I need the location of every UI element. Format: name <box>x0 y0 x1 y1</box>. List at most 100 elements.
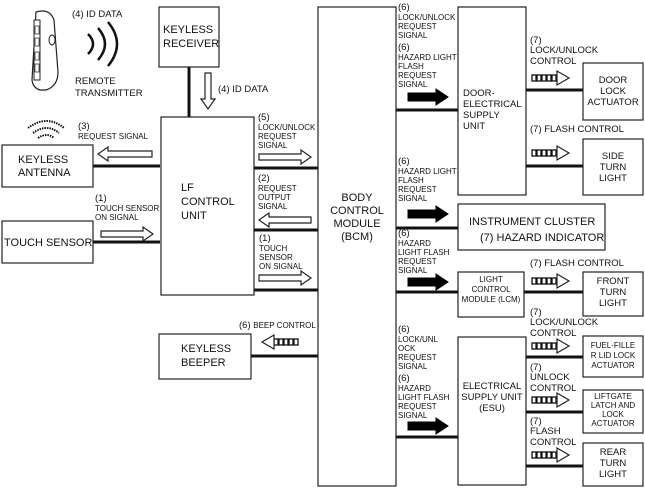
svg-text:(4) ID DATA: (4) ID DATA <box>72 9 123 20</box>
svg-text:INSTRUMENT CLUSTER: INSTRUMENT CLUSTER <box>469 216 595 228</box>
svg-text:ACTUATOR: ACTUATOR <box>591 419 634 428</box>
svg-text:TOUCH: TOUCH <box>259 244 288 253</box>
remote-transmitter-label: REMOTE TRANSMITTER <box>75 76 143 99</box>
liftgate-unlock-control-arrow <box>531 391 571 409</box>
connections <box>93 67 583 468</box>
svg-text:SIGNAL: SIGNAL <box>258 141 288 150</box>
svg-text:CONTROL: CONTROL <box>181 196 235 208</box>
svg-text:(6) BEEP CONTROL: (6) BEEP CONTROL <box>239 320 316 331</box>
svg-text:ON SIGNAL: ON SIGNAL <box>259 262 303 271</box>
svg-text:TURN: TURN <box>600 458 627 469</box>
svg-text:FUEL-FILLE: FUEL-FILLE <box>591 341 635 350</box>
front-flash-control-arrow <box>531 272 571 290</box>
svg-text:(6): (6) <box>398 42 410 53</box>
svg-text:ON SIGNAL: ON SIGNAL <box>95 213 139 222</box>
svg-text:SIDE: SIDE <box>602 151 624 162</box>
node-rear-turn-light: REAR TURN LIGHT <box>582 442 644 487</box>
svg-text:REQUEST SIGNAL: REQUEST SIGNAL <box>78 132 149 141</box>
signal-label-id-data-wireless: (4) ID DATA <box>72 9 123 20</box>
svg-text:(7): (7) <box>530 35 542 46</box>
svg-text:FRONT: FRONT <box>597 276 630 287</box>
svg-text:CONTROL: CONTROL <box>530 328 576 339</box>
signal-arrows <box>96 69 571 464</box>
svg-text:SENSOR: SENSOR <box>259 253 293 262</box>
node-lf-control-unit: LF CONTROL UNIT <box>160 116 255 296</box>
svg-text:MODULE (LCM): MODULE (LCM) <box>462 295 521 304</box>
node-keyless-receiver: KEYLESS RECEIVER <box>158 6 220 68</box>
svg-text:HAZARD LIGHT: HAZARD LIGHT <box>398 167 457 176</box>
svg-text:DOOR-: DOOR- <box>463 88 495 99</box>
svg-text:SUPPLY: SUPPLY <box>463 110 500 121</box>
touch-sensor-right-arrow-right <box>258 269 313 287</box>
remote-transmitter-icon <box>31 10 59 91</box>
fuel-lock-control-arrow <box>531 337 571 355</box>
svg-text:(BCM): (BCM) <box>341 231 373 243</box>
svg-text:CONTROL: CONTROL <box>530 383 576 394</box>
svg-text:(7): (7) <box>530 416 542 427</box>
request-signal-left-arrow <box>96 145 153 163</box>
svg-text:REQUEST: REQUEST <box>258 184 297 193</box>
svg-text:LOCK/UNLOCK: LOCK/UNLOCK <box>530 45 599 56</box>
node-keyless-beeper: KEYLESS BEEPER <box>158 333 252 380</box>
svg-text:REQUEST: REQUEST <box>398 22 437 31</box>
svg-text:TURN: TURN <box>600 287 627 298</box>
svg-text:LIGHT FLASH: LIGHT FLASH <box>398 248 450 257</box>
svg-text:LIGHT: LIGHT <box>599 469 627 480</box>
node-front-turn-light: FRONT TURN LIGHT <box>582 271 644 317</box>
node-touch-sensor: TOUCH SENSOR <box>1 220 94 264</box>
svg-text:HAZARD LIGHT: HAZARD LIGHT <box>398 53 457 62</box>
svg-text:LIGHT: LIGHT <box>599 173 627 184</box>
svg-text:(2): (2) <box>258 173 270 184</box>
svg-text:REQUEST: REQUEST <box>398 257 437 266</box>
svg-text:REQUEST: REQUEST <box>398 402 437 411</box>
svg-text:TRANSMITTER: TRANSMITTER <box>75 88 143 99</box>
lock-unlock-request-right-arrow <box>258 148 313 166</box>
signal-labels: (4) ID DATA(4) ID DATA(3)REQUEST SIGNAL(… <box>72 2 624 448</box>
svg-text:KEYLESS: KEYLESS <box>18 154 68 166</box>
svg-text:FLASH: FLASH <box>398 62 424 71</box>
svg-text:LF: LF <box>181 182 194 194</box>
radio-wave-icon <box>87 21 119 67</box>
svg-text:LOCK/UNL: LOCK/UNL <box>398 335 439 344</box>
svg-text:(7) FLASH CONTROL: (7) FLASH CONTROL <box>530 124 624 135</box>
svg-text:RECEIVER: RECEIVER <box>163 38 219 50</box>
svg-text:HAZARD: HAZARD <box>398 239 431 248</box>
side-flash-control-arrow <box>531 144 571 162</box>
svg-text:DOOR: DOOR <box>599 75 628 86</box>
node-door-esu: DOOR- ELECTRICAL SUPPLY UNIT <box>457 6 527 196</box>
id-data-down-arrow <box>199 72 217 111</box>
svg-text:(3): (3) <box>78 121 90 132</box>
svg-text:BODY: BODY <box>341 192 373 204</box>
svg-text:KEYLESS: KEYLESS <box>163 24 213 36</box>
svg-text:TOUCH SENSOR: TOUCH SENSOR <box>95 204 160 213</box>
signal-label-side-flash-control: (7) FLASH CONTROL <box>530 124 624 135</box>
svg-text:(5): (5) <box>258 112 270 123</box>
svg-text:SIGNAL: SIGNAL <box>398 266 428 275</box>
svg-text:ACTUATOR: ACTUATOR <box>591 361 634 370</box>
svg-text:(ESU): (ESU) <box>479 403 505 414</box>
svg-text:ELECTRICAL: ELECTRICAL <box>463 381 522 392</box>
svg-text:(6): (6) <box>398 2 410 13</box>
svg-text:TURN: TURN <box>600 162 627 173</box>
svg-text:SIGNAL: SIGNAL <box>398 411 428 420</box>
svg-text:LATCH AND: LATCH AND <box>591 401 636 410</box>
svg-text:LIGHT: LIGHT <box>479 275 503 284</box>
node-fuel-filler-lid-lock-actuator: FUEL-FILLE R LID LOCK ACTUATOR <box>582 335 644 378</box>
svg-text:UNIT: UNIT <box>463 121 485 132</box>
svg-text:MODULE: MODULE <box>333 218 380 230</box>
node-door-lock-actuator: DOOR LOCK ACTUATOR <box>582 62 644 121</box>
svg-text:OUTPUT: OUTPUT <box>258 193 291 202</box>
svg-text:BEEPER: BEEPER <box>181 357 226 369</box>
svg-text:LOCK/UNLOCK: LOCK/UNLOCK <box>398 13 456 22</box>
svg-text:CONTROL: CONTROL <box>530 437 576 448</box>
svg-text:(7) HAZARD INDICATOR: (7) HAZARD INDICATOR <box>480 232 604 244</box>
lcm-hazard-black-arrow <box>407 273 449 291</box>
